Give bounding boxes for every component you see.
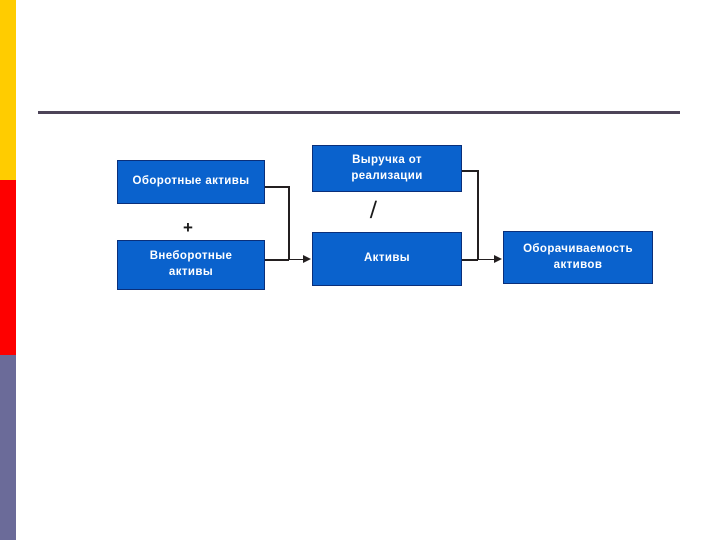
connector-into-assets bbox=[288, 258, 304, 261]
divide-operator: / bbox=[369, 196, 378, 225]
plus-operator: + bbox=[183, 218, 193, 237]
arrow-head-turnover-icon bbox=[494, 255, 502, 263]
connector-assets-horizontal bbox=[462, 259, 478, 261]
node-assets-label: Активы bbox=[363, 252, 411, 265]
node-noncurrent-assets-label-line2: активы bbox=[168, 266, 214, 278]
node-asset-turnover-label-line2: активов bbox=[553, 258, 603, 271]
sidebar-band-red bbox=[0, 180, 16, 355]
connector-revenue-horizontal bbox=[462, 170, 479, 172]
connector-noncurrent-assets-horizontal bbox=[265, 259, 289, 261]
arrow-head-assets-icon bbox=[303, 255, 311, 263]
node-asset-turnover-label-line1: Оборачиваемость bbox=[523, 242, 633, 255]
node-asset-turnover[interactable]: Оборачиваемость активов bbox=[503, 231, 653, 284]
node-noncurrent-assets-label-line1: Внеборотные bbox=[149, 250, 233, 263]
connector-into-turnover bbox=[477, 258, 495, 261]
node-revenue-label-line2: реализации bbox=[351, 169, 423, 182]
connector-current-assets-horizontal bbox=[265, 186, 290, 188]
connector-left-vertical bbox=[288, 186, 290, 260]
node-noncurrent-assets[interactable]: Внеборотные активы bbox=[117, 240, 265, 290]
node-current-assets[interactable]: Оборотные активы bbox=[117, 160, 265, 204]
node-assets[interactable]: Активы bbox=[312, 232, 462, 286]
connector-right-vertical bbox=[477, 170, 479, 260]
sidebar-band-purple bbox=[0, 355, 16, 540]
node-revenue-label-line1: Выручка от bbox=[352, 153, 422, 166]
sidebar-band-yellow bbox=[0, 0, 16, 180]
header-divider bbox=[38, 111, 680, 114]
node-current-assets-label: Оборотные активы bbox=[132, 175, 250, 188]
node-revenue[interactable]: Выручка от реализации bbox=[312, 145, 462, 192]
